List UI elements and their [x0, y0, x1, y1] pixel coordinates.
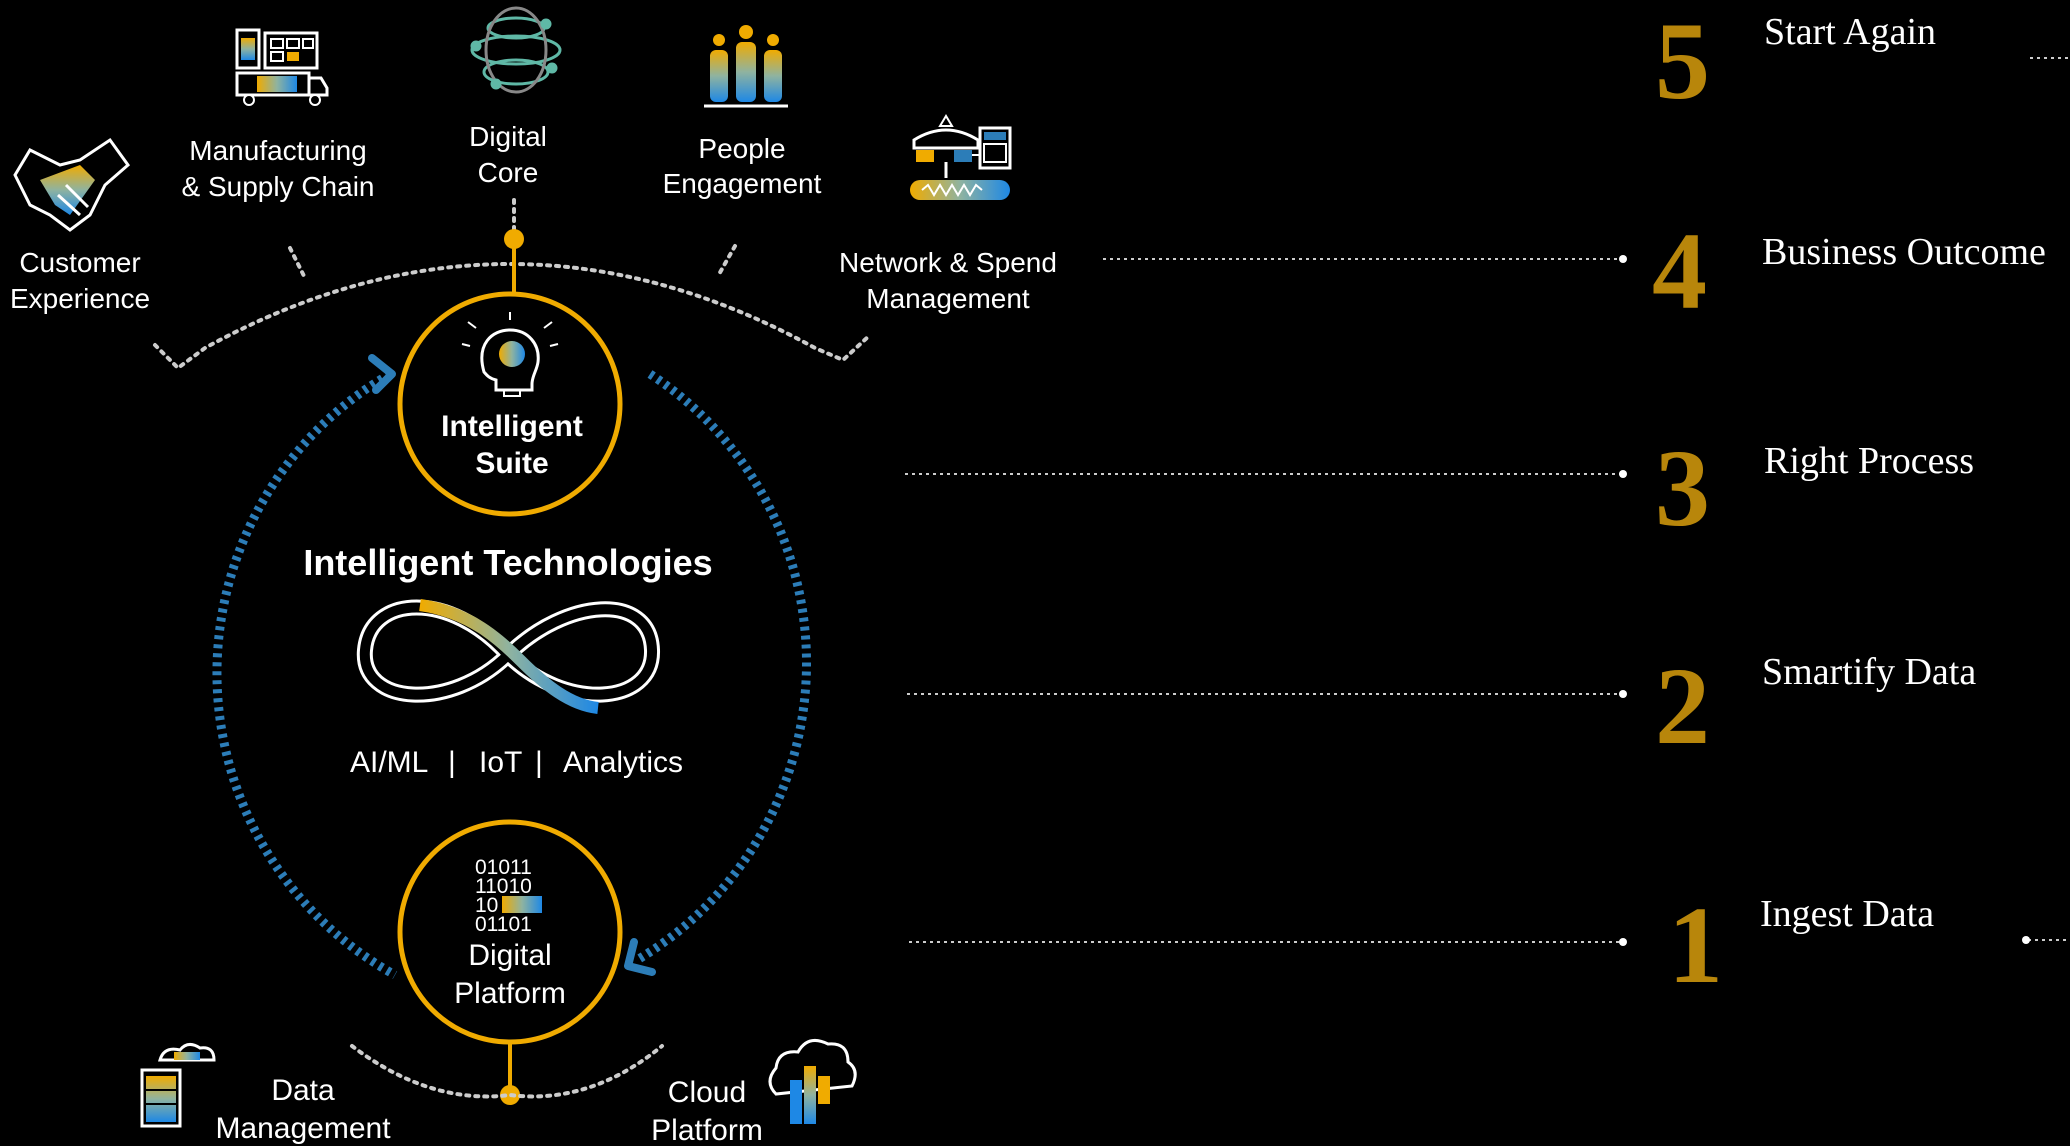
svg-text:01101: 01101: [475, 913, 532, 936]
svg-text:01011: 01011: [475, 856, 532, 879]
step-3-dot: [1619, 470, 1627, 478]
tech-analytics: Analytics: [563, 746, 683, 779]
step-3-number: 3: [1655, 427, 1710, 549]
network-spend-label-1: Network & Spend: [839, 247, 1057, 278]
customer-experience-label-1: Customer: [19, 247, 140, 278]
domain-people-engagement: People Engagement: [663, 25, 822, 199]
cloud-platform-label-2: Platform: [651, 1114, 763, 1146]
svg-text:AI/ML | IoT |: AI/ML | IoT | Analytics: [350, 746, 683, 779]
blue-dotted-ring: [212, 370, 811, 979]
step-5-label: Start Again: [1764, 11, 1936, 53]
people-engagement-label-1: People: [698, 133, 785, 164]
step-5-number: 5: [1655, 0, 1710, 122]
step-2-label: Smartify Data: [1762, 651, 1976, 693]
svg-text:11010: 11010: [475, 875, 532, 898]
tech-separator-1: |: [448, 746, 456, 779]
top-domains-arc: [153, 198, 872, 371]
people-engagement-label-2: Engagement: [663, 168, 822, 199]
step-3-label: Right Process: [1764, 440, 1974, 482]
ring-arrow-top-icon: [368, 354, 396, 394]
bottom-arc: [350, 1044, 664, 1099]
step-1-number: 1: [1668, 884, 1723, 1006]
intelligent-suite: Intelligent Suite: [397, 291, 623, 517]
svg-text:10: 10: [475, 894, 498, 917]
people-icon: [704, 25, 788, 108]
step-4-number: 4: [1652, 210, 1707, 332]
domain-digital-core: Digital Core: [469, 6, 562, 188]
manufacturing-label-1: Manufacturing: [189, 135, 366, 166]
tech-aiml: AI/ML: [350, 746, 428, 779]
customer-experience-label-2: Experience: [10, 283, 150, 314]
lightbulb-head-icon: [461, 312, 559, 397]
step-1-label: Ingest Data: [1760, 893, 1934, 935]
intelligent-suite-label-1: Intelligent: [441, 410, 583, 443]
top-connector-node: [504, 229, 524, 249]
step-5: 5 Start Again: [1655, 0, 2070, 122]
step-4-label: Business Outcome: [1762, 231, 2046, 273]
manufacturing-label-2: & Supply Chain: [181, 171, 374, 202]
tech-separator-2: |: [535, 746, 543, 779]
digital-core-label-2: Core: [478, 157, 539, 188]
binary-icon: 01011 11010 10 01101: [475, 856, 542, 936]
digital-platform: 01011 11010 10 01101 Digital Platform: [397, 819, 623, 1045]
data-folder-cloud-icon: [140, 1043, 216, 1128]
factory-truck-icon: [235, 28, 329, 106]
spend-network-icon: [910, 114, 1012, 200]
step-2-number: 2: [1655, 645, 1710, 767]
platform-data-management: Data Management: [140, 1043, 391, 1145]
step-1-dot: [1619, 938, 1627, 946]
network-spend-label-2: Management: [866, 283, 1030, 314]
infinity-icon: [356, 599, 661, 714]
step-1-right-dot: [2022, 936, 2030, 944]
platform-cloud: Cloud Platform: [651, 1038, 857, 1146]
step-2-dot: [1619, 690, 1627, 698]
data-management-label-2: Management: [215, 1112, 391, 1145]
ring-arrow-bottom-icon: [624, 938, 656, 976]
digital-core-label-1: Digital: [469, 121, 547, 152]
step-2: 2 Smartify Data: [907, 645, 1976, 767]
intelligent-suite-label-2: Suite: [475, 447, 548, 480]
step-4: 4 Business Outcome: [1103, 210, 2046, 332]
data-management-label-1: Data: [271, 1074, 335, 1107]
step-1: 1 Ingest Data: [909, 884, 2070, 1006]
cloud-platform-label-1: Cloud: [668, 1076, 746, 1109]
tech-iot: IoT: [479, 746, 522, 779]
cloud-bars-icon: [768, 1038, 857, 1124]
digital-platform-label-2: Platform: [454, 977, 566, 1010]
globe-network-icon: [470, 6, 562, 94]
step-4-dot: [1619, 255, 1627, 263]
digital-platform-label-1: Digital: [468, 939, 551, 972]
intelligent-technologies-title: Intelligent Technologies: [303, 542, 712, 583]
domain-network-spend: Network & Spend Management: [839, 114, 1057, 314]
handshake-icon: [13, 137, 131, 232]
domain-customer-experience: Customer Experience: [10, 137, 150, 314]
step-3: 3 Right Process: [905, 427, 1974, 549]
domain-manufacturing: Manufacturing & Supply Chain: [181, 28, 375, 202]
